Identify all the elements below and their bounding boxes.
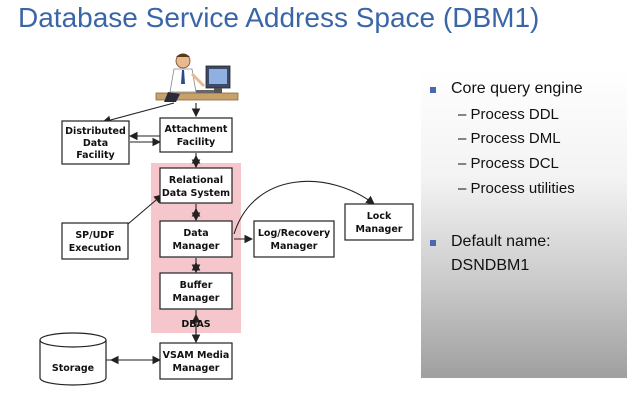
- data-manager-box: Data Manager: [159, 220, 233, 258]
- sp-udf-execution-box: SP/UDF Execution: [61, 222, 129, 260]
- vsam-media-manager-box: VSAM Media Manager: [159, 342, 233, 380]
- sub-item-dml: – Process DML: [458, 130, 561, 147]
- svg-text:Facility: Facility: [76, 150, 115, 161]
- svg-text:Log/Recovery: Log/Recovery: [258, 228, 331, 239]
- sub-item-ddl: – Process DDL: [458, 106, 559, 123]
- lock-manager-box: Lock Manager: [344, 203, 414, 241]
- sub-item-utilities: – Process utilities: [458, 180, 575, 197]
- connectors: [101, 102, 375, 365]
- svg-text:VSAM Media: VSAM Media: [163, 350, 230, 361]
- architecture-diagram: Distributed Data Facility Attachment Fac…: [39, 53, 414, 386]
- buffer-manager-box: Buffer Manager: [159, 272, 233, 310]
- log-recovery-manager-box: Log/Recovery Manager: [253, 220, 335, 258]
- svg-text:Execution: Execution: [69, 243, 122, 254]
- svg-text:Facility: Facility: [177, 137, 216, 148]
- svg-text:Data System: Data System: [162, 188, 230, 199]
- svg-text:Data: Data: [83, 138, 108, 149]
- bullet-panel: [421, 70, 627, 378]
- svg-text:Manager: Manager: [356, 224, 403, 235]
- dbas-label: DBAS: [181, 319, 210, 330]
- svg-text:Buffer: Buffer: [180, 280, 213, 291]
- svg-text:Manager: Manager: [173, 241, 220, 252]
- storage-cylinder: Storage: [39, 332, 107, 386]
- user-at-computer-icon: [155, 53, 239, 102]
- svg-text:Manager: Manager: [271, 241, 318, 252]
- bullet-marker: [430, 240, 436, 246]
- svg-text:Relational: Relational: [169, 175, 223, 186]
- distributed-data-facility-box: Distributed Data Facility: [61, 120, 130, 165]
- svg-text:Storage: Storage: [52, 363, 94, 374]
- bullet-default-name: Default name:: [451, 233, 551, 250]
- svg-text:Lock: Lock: [367, 211, 392, 222]
- svg-text:Manager: Manager: [173, 363, 220, 374]
- svg-text:SP/UDF: SP/UDF: [75, 230, 114, 241]
- svg-text:Data: Data: [183, 228, 208, 239]
- default-name-value: DSNDBM1: [451, 257, 530, 274]
- sub-item-dcl: – Process DCL: [458, 155, 559, 172]
- relational-data-system-box: Relational Data System: [159, 167, 233, 204]
- svg-text:Manager: Manager: [173, 293, 220, 304]
- page-title: Database Service Address Space (DBM1): [18, 2, 540, 33]
- svg-text:Distributed: Distributed: [65, 126, 126, 137]
- bullet-marker: [430, 87, 436, 93]
- svg-text:Attachment: Attachment: [165, 124, 228, 135]
- attachment-facility-box: Attachment Facility: [159, 117, 233, 153]
- bullet-core-query-engine: Core query engine: [451, 80, 583, 97]
